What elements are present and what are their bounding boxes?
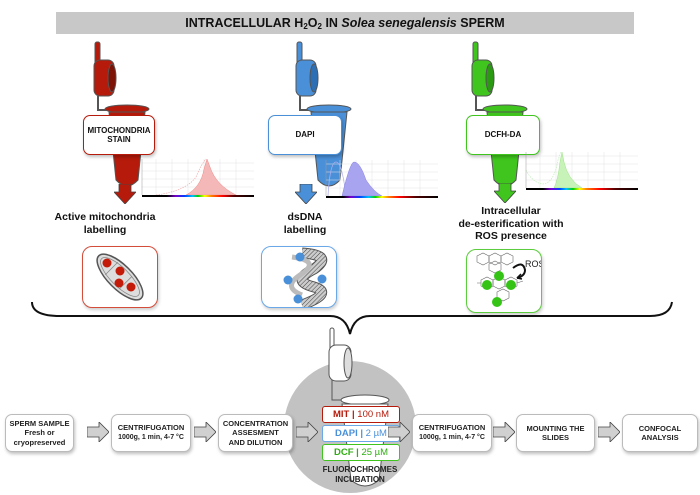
step-line: SPERM SAMPLE: [9, 418, 70, 428]
dna-helix-icon: [283, 247, 328, 307]
mitochondria-emission-spectrum: [141, 158, 254, 197]
step-line: cryopreserved: [13, 437, 66, 447]
caption-line: labelling: [283, 223, 327, 236]
dcf-icon-box: ROS: [466, 249, 542, 313]
step-line: CENTRIFUGATION: [418, 422, 486, 432]
title-text: INTRACELLULAR H: [185, 16, 304, 30]
label-line: INCUBATION: [335, 474, 385, 484]
grouping-brace: [31, 301, 673, 335]
caption-line: Active mitochondria: [54, 211, 156, 223]
down-arrow-icon: [114, 184, 136, 204]
step-line: ASSESMENT: [232, 428, 279, 438]
title-text: SPERM: [456, 16, 505, 30]
title-text: IN: [321, 16, 342, 30]
dna-icon-box: [261, 246, 337, 308]
right-arrow-icon: [493, 422, 515, 442]
step-line: SLIDES: [541, 433, 570, 442]
step-line: MOUNTING THE: [526, 423, 585, 433]
label-line: MITOCHONDRIA: [87, 125, 151, 135]
step-line: CENTRIFUGATION: [117, 422, 185, 432]
caption-line: Intracellular: [481, 205, 541, 217]
ros-label: ROS: [525, 259, 541, 269]
conc-value: 25 µM: [361, 447, 389, 458]
label-line: DAPI: [295, 130, 315, 140]
step-centrifugation-1: CENTRIFUGATION 1000g, 1 min, 4-7 °C: [111, 414, 191, 452]
dcf-concentration: DCF | 25 µM: [322, 444, 400, 461]
right-arrow-icon: [194, 422, 216, 442]
species-name: Solea senegalensis: [341, 16, 457, 30]
dapi-label: DAPI: [268, 115, 342, 155]
dapi-concentration: DAPI | 2 µM: [322, 425, 400, 442]
diagram-title: INTRACELLULAR H2O2 IN Solea senegalensis…: [56, 12, 634, 34]
step-line: ANALYSIS: [641, 433, 679, 442]
label-line: DCFH-DA: [484, 130, 522, 140]
title-subscript: 2: [303, 22, 308, 31]
right-arrow-icon: [296, 422, 318, 442]
conc-name: DCF: [333, 447, 354, 458]
mit-concentration: MIT | 100 nM: [322, 406, 400, 423]
conc-name: DAPI: [335, 428, 358, 439]
caption-line: labelling: [83, 223, 127, 236]
dcf-molecule-icon: ROS: [476, 252, 541, 307]
dcfh-da-label: DCFH-DA: [466, 115, 540, 155]
conc-value: 2 µM: [365, 428, 387, 439]
title-text: O: [307, 16, 318, 30]
caption-line: de-esterification with: [458, 217, 564, 230]
step-line: CONCENTRATION: [222, 418, 289, 428]
down-arrow-icon: [295, 184, 317, 204]
caption-line: ROS presence: [475, 230, 547, 243]
dcf-emission-spectrum: [525, 151, 638, 190]
dapi-emission-spectrum: [325, 160, 438, 198]
conc-value: 100 nM: [357, 409, 389, 420]
right-arrow-icon: [87, 422, 109, 442]
step-centrifugation-2: CENTRIFUGATION 1000g, 1 min, 4-7 °C: [412, 414, 492, 452]
mitochondrion-icon-box: [82, 246, 158, 308]
step-line: Fresh or: [24, 428, 55, 438]
mitochondrion-icon: [96, 253, 144, 301]
step-line: 1000g, 1 min, 4-7 °C: [419, 434, 485, 442]
down-arrow-icon: [494, 183, 516, 203]
step-line: 1000g, 1 min, 4-7 °C: [118, 434, 184, 442]
right-arrow-icon: [388, 422, 410, 442]
step-line: CONFOCAL: [638, 423, 682, 433]
title-subscript: 2: [317, 22, 322, 31]
conc-name: MIT: [333, 409, 350, 420]
step-line: AND DILUTION: [228, 437, 283, 447]
caption-line: dsDNA: [287, 211, 323, 223]
label-line: FLUOROCHROMES: [322, 465, 398, 474]
right-arrow-icon: [598, 422, 620, 442]
label-line: STAIN: [107, 135, 131, 144]
